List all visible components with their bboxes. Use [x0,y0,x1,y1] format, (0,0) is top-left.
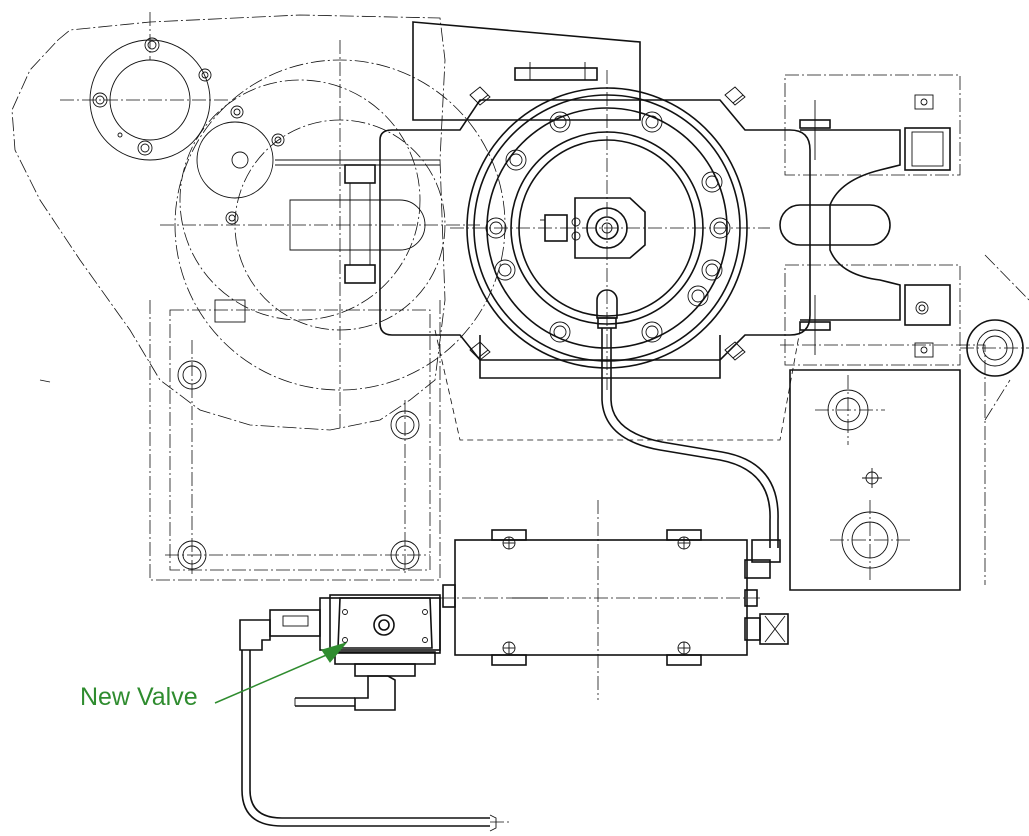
valve-hose [241,650,510,832]
central-flange [344,21,811,441]
callout-arrow [214,642,348,704]
sensor-hose [601,328,779,548]
new-valve [239,584,456,711]
left-housing [11,12,506,581]
new-valve-label: New Valve [80,683,198,711]
cylinder [440,500,789,700]
right-bracket [779,74,1029,591]
